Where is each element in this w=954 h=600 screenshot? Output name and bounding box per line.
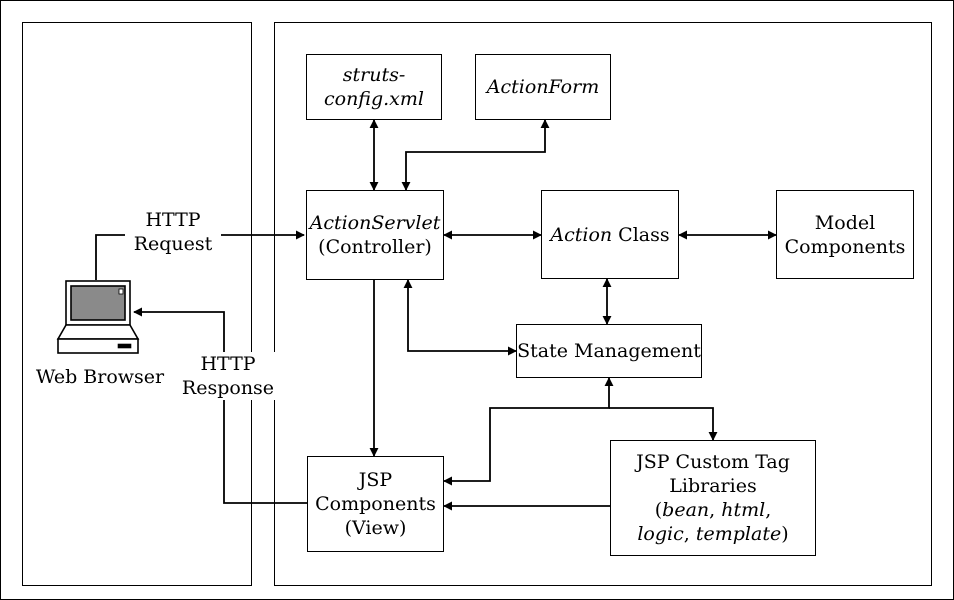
action-class-rest: Class <box>612 223 670 246</box>
taglib-close: ) <box>781 523 789 545</box>
taglib-sep3: , <box>683 523 696 545</box>
action-class-text: Action Class <box>550 223 669 247</box>
server-region <box>274 22 932 586</box>
connector-servlet-state <box>403 279 517 356</box>
action-form-text: ActionForm <box>486 76 600 98</box>
taglib-bean: bean <box>662 499 710 521</box>
connector-state-jsp <box>443 377 614 486</box>
action-servlet-line1: ActionServlet <box>309 212 441 234</box>
http-response-label: HTTP Response <box>180 352 276 400</box>
taglib-sep1: , <box>709 499 722 521</box>
web-browser-label: Web Browser <box>30 365 170 389</box>
model-components-box: Model Components <box>776 190 914 279</box>
http-response-line2: Response <box>181 377 275 399</box>
state-management-box: State Management <box>516 324 702 378</box>
state-management-text: State Management <box>517 340 701 362</box>
connector-state-taglib <box>609 407 718 441</box>
taglib-html: html <box>721 499 766 521</box>
action-servlet-line2: (Controller) <box>318 236 432 258</box>
struts-config-line2: config.xml <box>323 88 424 110</box>
model-line1: Model <box>814 211 876 234</box>
tag-libraries-box: JSP Custom Tag Libraries (bean, html, lo… <box>610 440 816 556</box>
model-line2: Components <box>784 235 906 258</box>
http-response-line <box>133 307 307 504</box>
action-class-italic: Action <box>550 223 613 246</box>
struts-config-box: struts- config.xml <box>306 54 442 120</box>
action-class-box: Action Class <box>541 190 679 279</box>
taglib-line2: Libraries <box>669 475 757 497</box>
jsp-line1: JSP <box>358 469 393 491</box>
taglib-sep2: , <box>765 499 772 521</box>
jsp-components-box: JSP Components (View) <box>307 456 444 552</box>
jsp-line3: (View) <box>344 517 407 539</box>
taglib-line1: JSP Custom Tag <box>636 451 790 473</box>
action-form-box: ActionForm <box>475 54 611 120</box>
action-servlet-box: ActionServlet (Controller) <box>306 190 444 280</box>
http-request-line <box>95 230 305 280</box>
client-region <box>22 22 252 586</box>
http-request-line1: HTTP <box>145 209 201 231</box>
connector-form-servlet <box>401 119 550 191</box>
http-request-label: HTTP Request <box>125 208 221 256</box>
http-response-line1: HTTP <box>200 353 256 375</box>
taglib-line4: logic, template) <box>637 522 788 546</box>
struts-config-line1: struts- <box>342 64 406 86</box>
taglib-logic: logic <box>637 523 684 545</box>
taglib-open: ( <box>654 499 663 521</box>
laptop-icon <box>56 280 140 354</box>
http-request-line2: Request <box>133 233 213 255</box>
jsp-line2: Components <box>315 493 436 515</box>
taglib-template: template <box>695 523 782 545</box>
taglib-line3: (bean, html, <box>655 498 772 522</box>
